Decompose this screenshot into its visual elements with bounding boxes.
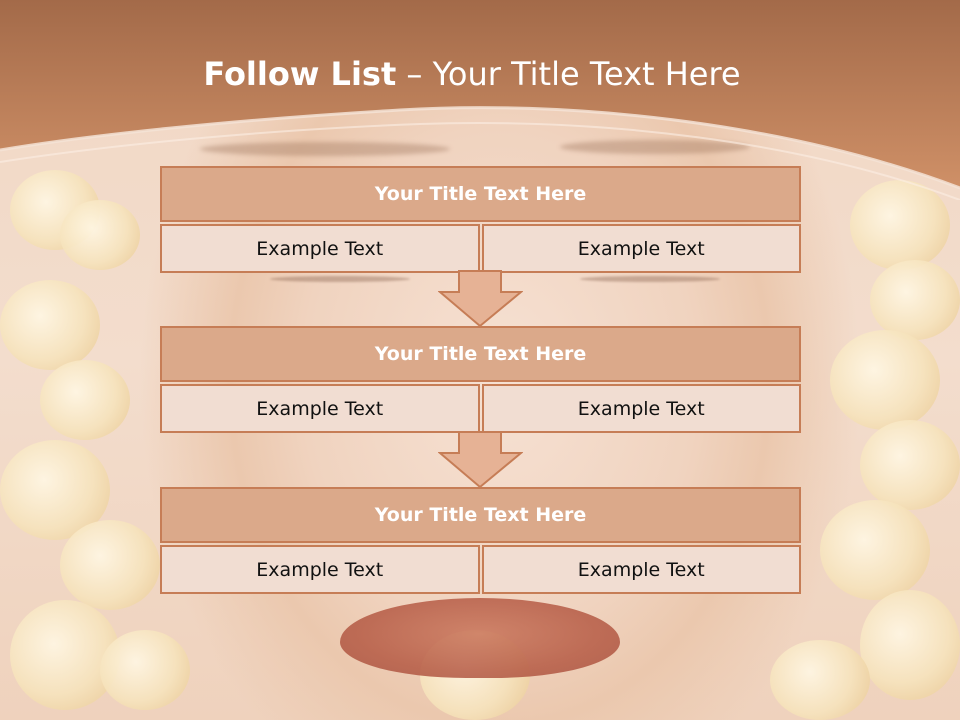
step-cell-right: Example Text	[481, 545, 801, 594]
title-rest-part: Your Title Text Here	[432, 55, 741, 93]
step-cell-right: Example Text	[481, 224, 801, 273]
step-row: Example Text Example Text	[160, 545, 801, 594]
down-arrow-icon	[438, 270, 523, 328]
step-cell-right: Example Text	[481, 384, 801, 433]
title-bold-part: Follow List	[203, 55, 397, 93]
step-block-3: Your Title Text Here Example Text Exampl…	[160, 487, 801, 594]
step-title: Your Title Text Here	[160, 166, 801, 222]
step-block-2: Your Title Text Here Example Text Exampl…	[160, 326, 801, 433]
step-row: Example Text Example Text	[160, 384, 801, 433]
step-title: Your Title Text Here	[160, 326, 801, 382]
step-row: Example Text Example Text	[160, 224, 801, 273]
title-separator: –	[396, 55, 433, 93]
down-arrow-icon	[438, 431, 523, 489]
step-cell-left: Example Text	[160, 545, 480, 594]
step-cell-left: Example Text	[160, 384, 480, 433]
step-block-1: Your Title Text Here Example Text Exampl…	[160, 166, 801, 273]
step-title: Your Title Text Here	[160, 487, 801, 543]
header-band	[0, 0, 960, 200]
step-cell-left: Example Text	[160, 224, 480, 273]
slide-title: Follow List – Your Title Text Here	[0, 52, 944, 96]
